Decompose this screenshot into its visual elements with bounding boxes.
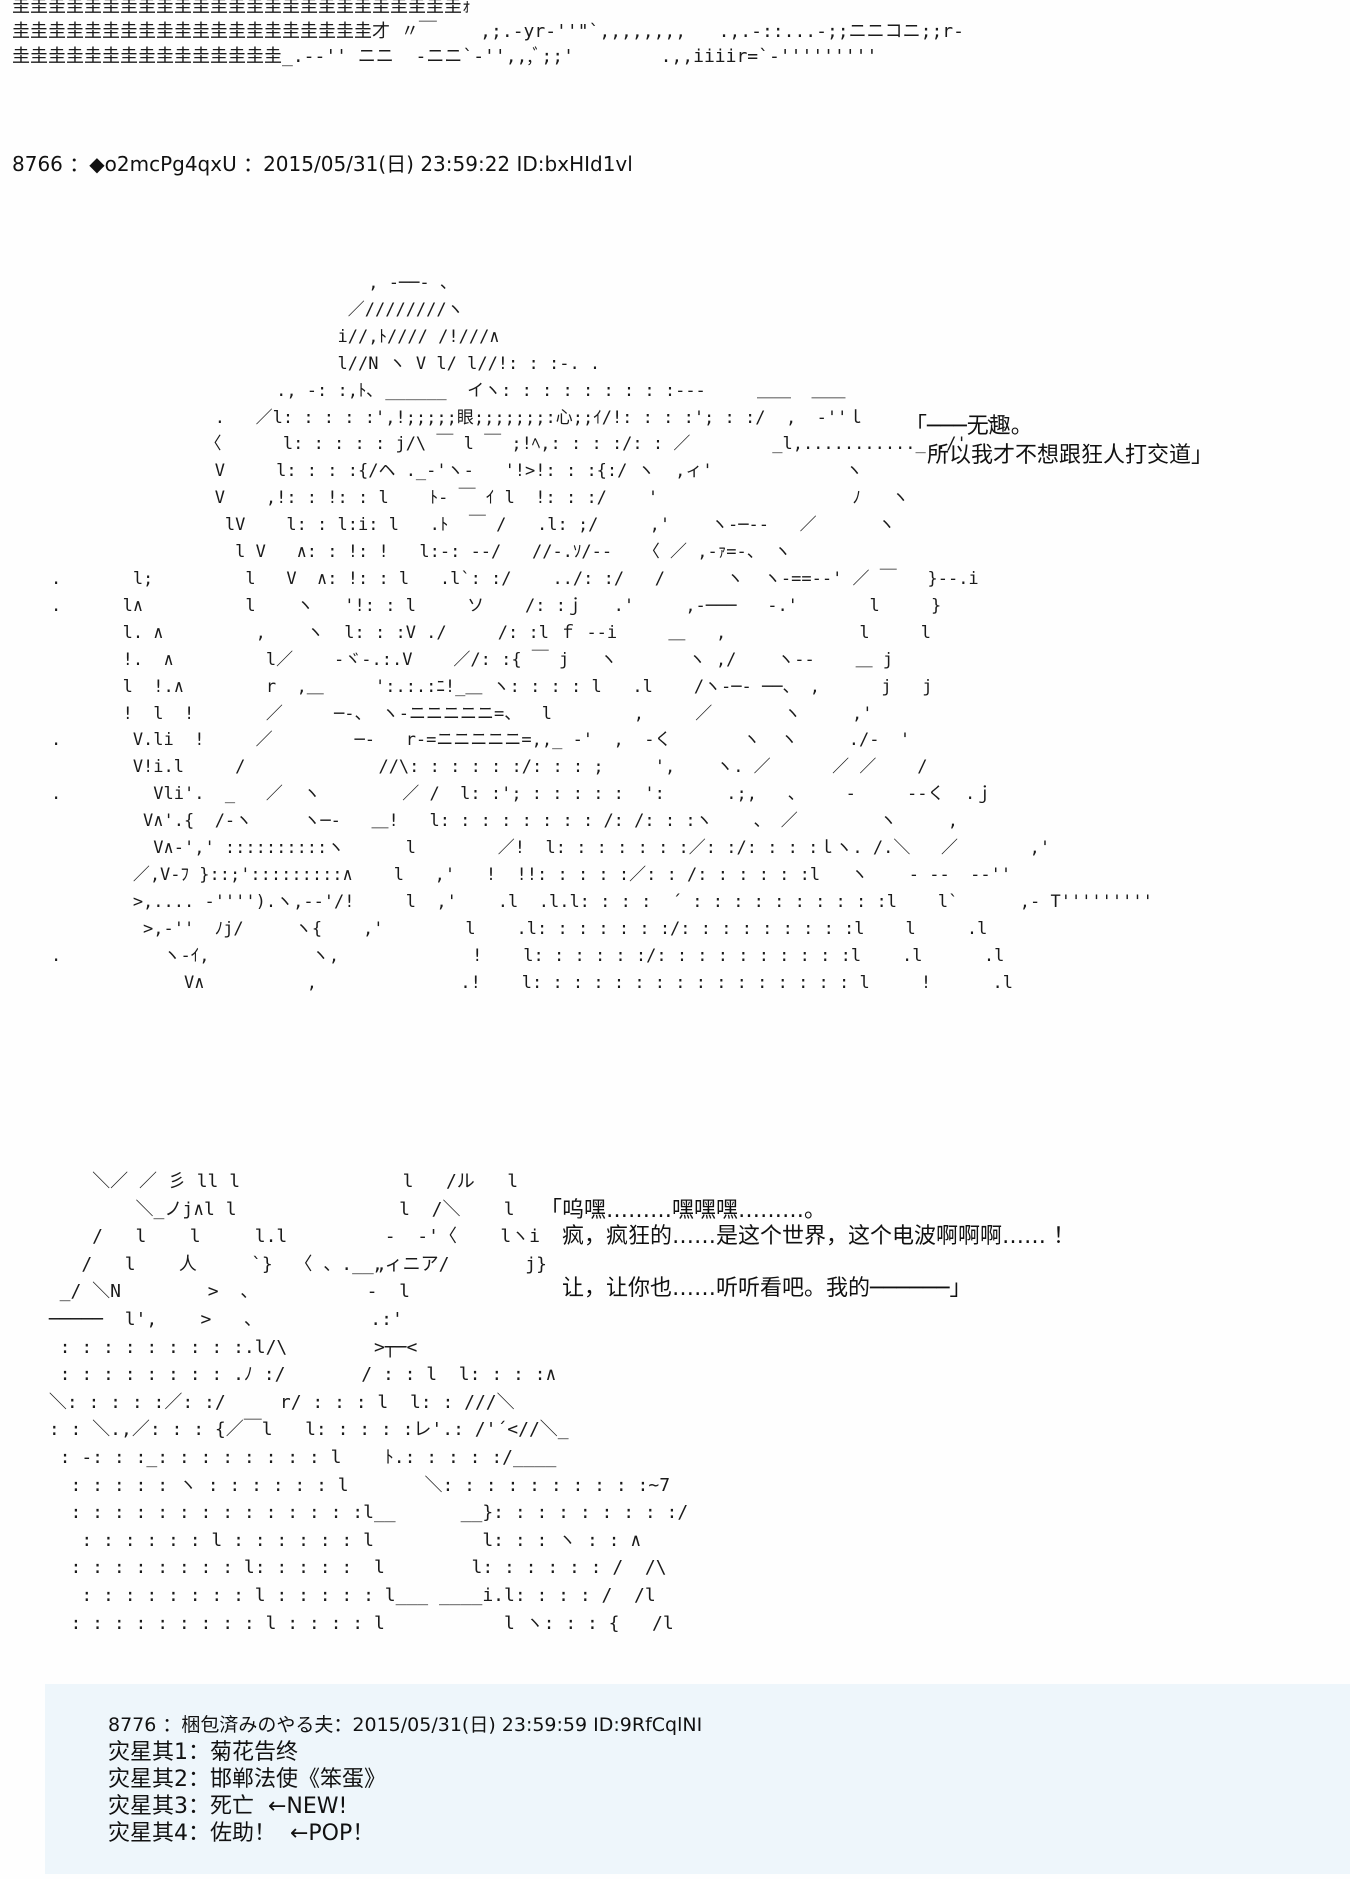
post-line: 灾星其1：菊花告终 — [108, 1740, 298, 1765]
speech-bubble-bored: 「───无趣。 所以我才不想跟狂人打交道」 — [905, 414, 1214, 468]
post-line: 灾星其3：死亡 ←NEW! — [108, 1794, 348, 1819]
post-8776: 8776 ：梱包済みのやる夫：2015/05/31(日) 23:59:59 ID… — [108, 1712, 702, 1847]
speech-bubble-madness: 「呜嘿………嘿嘿嘿………。 疯，疯狂的……是这个世界，这个电波啊啊啊…… ！ 让… — [540, 1198, 1075, 1301]
ascii-art-figure-second: ＼／ ／ 彡 ll l l /ル l ＼_ノj∧l l l /＼ l / l l… — [48, 1171, 689, 1634]
header-ascii-art: 圭圭圭圭圭圭圭圭圭圭圭圭圭圭圭圭圭圭圭圭圭圭圭圭圭ｫ 圭圭圭圭圭圭圭圭圭圭圭圭圭… — [12, 0, 964, 67]
highlighted-post-box — [45, 1684, 1350, 1874]
ascii-art-figure-with-shield: , ‐──‐ 、 ／////////ヽ i//,ﾄ//// /!///∧ l//… — [50, 273, 1153, 993]
post-header-8766: 8766 ：◆o2mcPg4qxU ：2015/05/31(日) 23:59:2… — [12, 152, 633, 176]
post-line: 灾星其4：佐助！ ←POP！ — [108, 1821, 375, 1846]
post-line: 灾星其2：邯郸法使《笨蛋》 — [108, 1767, 386, 1792]
post-header-8776: 8776 ：梱包済みのやる夫：2015/05/31(日) 23:59:59 ID… — [108, 1714, 703, 1736]
